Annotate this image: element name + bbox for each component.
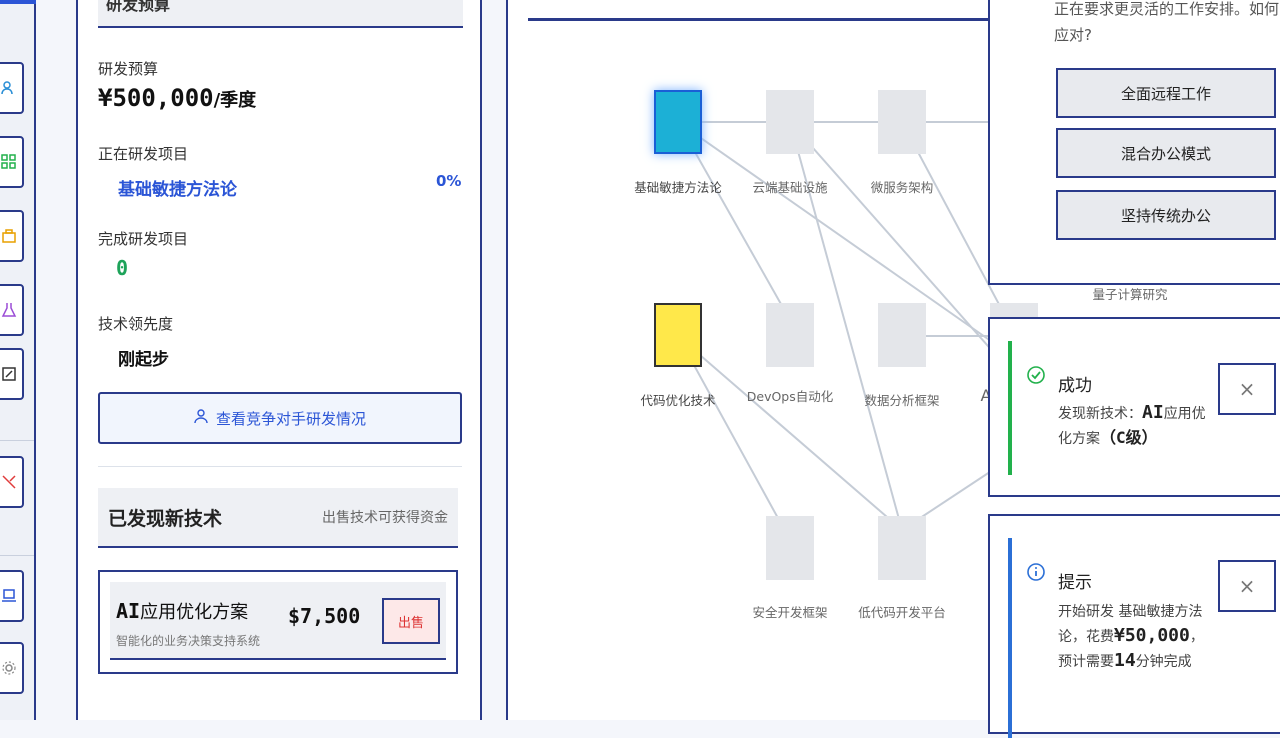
tech-node-label: 云端基础设施 (752, 180, 828, 195)
tech-node-security[interactable] (766, 516, 814, 580)
info-circle-icon (1026, 562, 1046, 587)
check-circle-icon (1026, 365, 1046, 390)
tech-lead-label: 技术领先度 (98, 315, 174, 333)
tech-node-label: A (980, 386, 992, 405)
option-hybrid-button[interactable]: 混合办公模式 (1056, 128, 1276, 178)
info-bar (1008, 538, 1012, 738)
toast-title: 提示 (1058, 573, 1092, 593)
tech-node-label: 微服务架构 (870, 180, 934, 195)
settings-icon[interactable] (0, 642, 24, 694)
rail-divider (0, 555, 34, 556)
toast-title: 成功 (1058, 376, 1092, 396)
budget-value: ¥500,000/季度 (98, 84, 257, 112)
current-project-name: 基础敏捷方法论 (118, 180, 237, 200)
event-question: 正在要求更灵活的工作安排。如何应对? (1054, 0, 1280, 44)
tech-node-data-analysis[interactable] (878, 303, 926, 367)
rail-divider (0, 440, 34, 441)
icon-rail (0, 0, 36, 720)
option-traditional-button[interactable]: 坚持传统办公 (1056, 190, 1276, 240)
current-project-progress: 0% (436, 172, 462, 190)
new-tech-hint: 出售技术可获得资金 (322, 510, 448, 526)
rd-panel: 研发预算 研发预算 ¥500,000/季度 正在研发项目 基础敏捷方法论 0% … (76, 0, 482, 720)
success-bar (1008, 341, 1012, 475)
laptop-icon[interactable] (0, 570, 24, 622)
briefcase-icon[interactable] (0, 210, 24, 262)
tech-node-label: 低代码开发平台 (858, 605, 946, 620)
user-icon (194, 408, 210, 428)
toast-body: 发现新技术：AI应用优化方案（C级） (1058, 402, 1206, 447)
done-projects-value: 0 (116, 256, 129, 280)
tech-card-body: AI应用优化方案 智能化的业务决策支持系统 $7,500 出售 (110, 582, 446, 660)
tech-node-label: 基础敏捷方法论 (634, 180, 722, 195)
budget-label: 研发预算 (98, 60, 159, 78)
close-toast-button[interactable]: × (1218, 560, 1276, 612)
tech-node-label: 量子计算研究 (1092, 287, 1168, 302)
tech-node-devops[interactable] (766, 303, 814, 367)
current-project-label: 正在研发项目 (98, 145, 189, 163)
tech-node-label: 代码优化技术 (640, 393, 716, 408)
section-divider (98, 466, 462, 467)
sell-button[interactable]: 出售 (382, 598, 440, 644)
tech-node-label: 安全开发框架 (752, 605, 828, 620)
tech-node-microservices[interactable] (878, 90, 926, 154)
tools-off-icon[interactable] (0, 456, 24, 508)
new-tech-title: 已发现新技术 (108, 507, 223, 530)
tech-name: AI应用优化方案 (116, 599, 249, 623)
tech-node-lowcode[interactable] (878, 516, 926, 580)
flask-icon[interactable] (0, 284, 24, 336)
tech-node-code-optimization[interactable] (654, 303, 702, 367)
note-icon[interactable] (0, 348, 24, 400)
tech-card: AI应用优化方案 智能化的业务决策支持系统 $7,500 出售 (98, 570, 458, 674)
users-icon[interactable] (0, 62, 24, 114)
rd-panel-header: 研发预算 (98, 0, 463, 28)
info-toast: 提示 开始研发 基础敏捷方法论，花费¥50,000，预计需要14分钟完成 × (988, 514, 1280, 738)
success-toast: 成功 发现新技术：AI应用优化方案（C级） × (988, 317, 1280, 497)
toast-body: 开始研发 基础敏捷方法论，花费¥50,000，预计需要14分钟完成 (1058, 604, 1204, 671)
grid-icon[interactable] (0, 136, 24, 188)
done-projects-label: 完成研发项目 (98, 230, 189, 248)
view-competitors-label: 查看竞争对手研发情况 (215, 409, 366, 428)
tech-node-cloud[interactable] (766, 90, 814, 154)
event-dialog: 正在要求更灵活的工作安排。如何应对? 全面远程工作 混合办公模式 坚持传统办公 (988, 0, 1280, 285)
tech-lead-value: 刚起步 (118, 350, 169, 370)
tech-node-label: 数据分析框架 (864, 393, 940, 408)
tech-node-label: DevOps自动化 (746, 389, 834, 404)
tech-price: $7,500 (288, 604, 361, 628)
new-tech-header: 已发现新技术 出售技术可获得资金 (98, 488, 458, 548)
close-toast-button[interactable]: × (1218, 363, 1276, 415)
option-remote-button[interactable]: 全面远程工作 (1056, 68, 1276, 118)
rail-accent (0, 0, 36, 4)
tree-top-border (528, 18, 998, 21)
tech-description: 智能化的业务决策支持系统 (116, 634, 261, 648)
view-competitors-button[interactable]: 查看竞争对手研发情况 (98, 392, 462, 444)
tech-node-agile[interactable] (654, 90, 702, 154)
